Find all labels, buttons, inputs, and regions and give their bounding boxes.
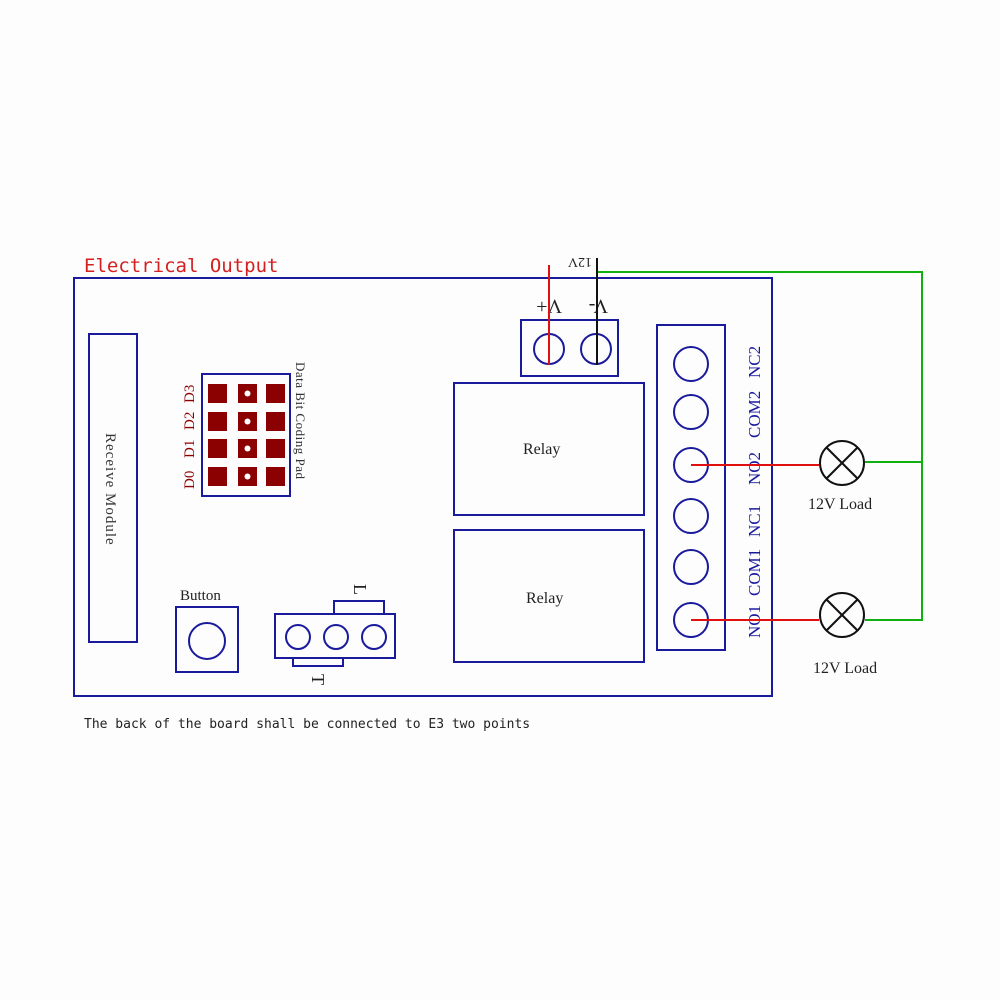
power-terminal-block [520,319,619,377]
coding-pad-bit-labels: D0 D1 D2 D3 [182,385,198,489]
jumper-connector [274,613,396,659]
button-knob [188,622,226,660]
terminal-label-com1: COM1 [745,549,764,596]
load-1-label: 12V Load [808,496,872,513]
coding-pad-label: Data Bit Coding Pad [293,362,308,479]
wiring [548,258,923,621]
pad-square [208,412,227,431]
pad-square [266,439,285,458]
terminal-nc1 [673,498,709,534]
relay-1 [453,382,645,516]
lamp-icon [819,592,865,638]
jumper-bottom-tab [292,657,344,667]
load-lamp-1 [819,440,865,486]
terminal-label-no2: NO2 [745,452,764,485]
button-frame [175,606,239,673]
jumper-top-tab [333,600,385,615]
green-wire-supply [597,271,923,621]
relay-2-label: Relay [526,590,563,607]
pad-square [266,467,285,486]
terminal-label-com2: COM2 [745,391,764,438]
pad-square [208,467,227,486]
terminal-label-nc1: NC1 [745,505,764,537]
load-lamp-2 [819,592,865,638]
pad-square [208,384,227,403]
jumper-pin [361,624,387,650]
relay-2 [453,529,645,663]
bit-label-d2: D2 [182,412,198,430]
lamp-cross [825,446,859,480]
terminal-labels: NO1 COM1 NC1 NO2 COM2 NC2 [745,346,764,638]
pad-dot [244,390,251,397]
receive-module [88,333,138,643]
lamp-cross [825,598,859,632]
lamp-icon [819,440,865,486]
receive-module-label: Receive Module [102,433,118,546]
jumper-pin [323,624,349,650]
pad-dot [244,445,251,452]
bit-label-d3: D3 [182,385,198,403]
coding-pad-frame [201,373,291,497]
board-outline [73,277,773,697]
load-2-label: 12V Load [813,660,877,677]
pad-dot [244,473,251,480]
jumper-label-l: L [350,584,370,595]
bit-label-d0: D0 [182,471,198,489]
coding-pad-grid [208,384,285,486]
pad-square [266,384,285,403]
terminal-label-no1: NO1 [745,605,764,638]
terminal-label-nc2: NC2 [745,346,764,378]
vminus-label: V- [589,295,608,317]
jumper-label-t: T [308,674,328,685]
pad-dot [244,418,251,425]
output-terminal-block [656,324,726,651]
diagram-title: Electrical Output [84,255,278,277]
jumper-pin [285,624,311,650]
terminal-com1 [673,549,709,585]
pad-square [208,439,227,458]
relay-1-label: Relay [523,441,560,458]
bit-label-d1: D1 [182,440,198,458]
pad-square [266,412,285,431]
terminal-nc2 [673,346,709,382]
button-label: Button [180,588,221,604]
supply-12v-label: 12V [568,254,592,269]
footer-note: The back of the board shall be connected… [84,717,530,732]
terminal-com2 [673,394,709,430]
